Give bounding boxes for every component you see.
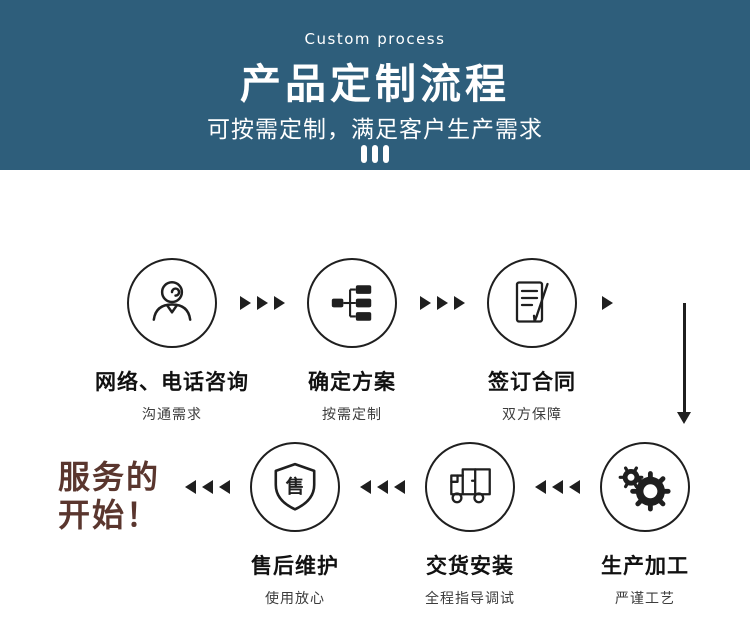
connector-vertical-line <box>683 303 686 413</box>
triangle-right-icon <box>437 296 448 310</box>
after-sales-shield-icon: 售 <box>274 462 316 511</box>
triangle-left-icon <box>202 480 213 494</box>
bar-icon <box>383 145 389 163</box>
arrow-right-group-icon <box>420 296 465 310</box>
triangle-right-icon <box>240 296 251 310</box>
arrow-left-group-icon <box>360 480 405 494</box>
page-subtitle: 可按需定制，满足客户生产需求 <box>207 117 543 143</box>
triangle-left-icon <box>569 480 580 494</box>
step-circle <box>600 442 690 532</box>
flow-step-production: 生产加工 严谨工艺 <box>535 442 750 608</box>
triangle-right-icon <box>257 296 268 310</box>
triangle-left-icon <box>377 480 388 494</box>
step-sublabel: 严谨工艺 <box>615 591 675 607</box>
step-circle <box>307 258 397 348</box>
triangle-right-icon <box>420 296 431 310</box>
flow-step-contract: 签订合同 双方保障 <box>422 258 642 424</box>
shield-character: 售 <box>286 476 305 498</box>
arrow-left-group-icon <box>535 480 580 494</box>
delivery-truck-icon <box>450 468 491 504</box>
flow-step-delivery: 交货安装 全程指导调试 <box>360 442 580 608</box>
triangle-left-icon <box>535 480 546 494</box>
three-bars-decoration-icon <box>0 145 750 163</box>
header-banner: Custom process 产品定制流程 可按需定制，满足客户生产需求 <box>0 0 750 170</box>
triangle-right-icon <box>602 296 613 310</box>
step-label: 网络、电话咨询 <box>95 370 249 394</box>
step-circle <box>127 258 217 348</box>
step-circle <box>425 442 515 532</box>
step-label: 售后维护 <box>251 554 339 578</box>
triangle-left-icon <box>552 480 563 494</box>
triangle-down-icon <box>677 412 691 424</box>
triangle-right-icon <box>274 296 285 310</box>
production-gears-icon <box>618 466 671 512</box>
flow-step-solution: 确定方案 按需定制 <box>242 258 462 424</box>
triangle-left-icon <box>219 480 230 494</box>
step-label: 生产加工 <box>601 554 689 578</box>
triangle-left-icon <box>360 480 371 494</box>
step-sublabel: 沟通需求 <box>142 407 202 423</box>
step-circle <box>487 258 577 348</box>
customer-service-icon <box>152 280 192 321</box>
step-circle: 售 <box>250 442 340 532</box>
triangle-right-icon <box>454 296 465 310</box>
service-start-line2: 开始！ <box>58 496 161 534</box>
flow-step-consult: 网络、电话咨询 沟通需求 <box>62 258 282 424</box>
triangle-left-icon <box>394 480 405 494</box>
step-label: 签订合同 <box>488 370 576 394</box>
page-title: 产品定制流程 <box>240 60 510 108</box>
header-tagline: Custom process <box>304 30 446 48</box>
arrow-right-single-icon <box>602 296 613 310</box>
bar-icon <box>361 145 367 163</box>
step-label: 交货安装 <box>426 554 514 578</box>
flow-step-aftersales: 售 售后维护 使用放心 <box>185 442 405 608</box>
solution-flowchart-icon <box>331 285 372 321</box>
step-sublabel: 双方保障 <box>502 407 562 423</box>
service-start-line1: 服务的 <box>58 458 161 496</box>
step-label: 确定方案 <box>308 370 396 394</box>
bar-icon <box>372 145 378 163</box>
step-sublabel: 全程指导调试 <box>425 591 515 607</box>
arrow-left-group-icon <box>185 480 230 494</box>
arrow-right-group-icon <box>240 296 285 310</box>
service-start-text: 服务的 开始！ <box>58 458 160 534</box>
triangle-left-icon <box>185 480 196 494</box>
contract-signing-icon <box>515 281 549 323</box>
step-sublabel: 按需定制 <box>322 407 382 423</box>
step-sublabel: 使用放心 <box>265 591 325 607</box>
